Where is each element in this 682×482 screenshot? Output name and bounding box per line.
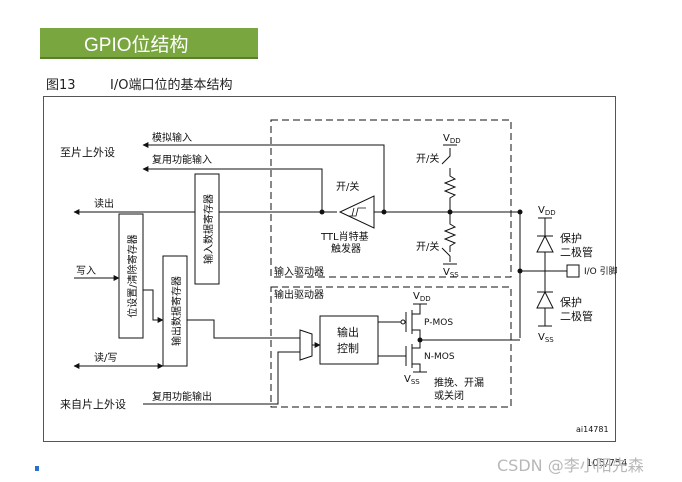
figure-caption: I/O端口位的基本结构 [110, 78, 233, 93]
figure-reference: ai14781 [576, 425, 609, 434]
junction-mos [417, 337, 423, 343]
output-mode-label2: 或关闭 [434, 389, 464, 402]
to-peripheral-label: 至片上外设 [60, 146, 115, 159]
odr-register-label: 输出数据寄存器 [170, 276, 183, 346]
ttl-label-line1: TTL肖特基 [320, 230, 369, 243]
read-write-label: 读/写 [94, 351, 117, 364]
odr-to-mux-line [187, 319, 300, 339]
protection-diode-bottom-label1: 保护 [560, 295, 582, 309]
af-output-label: 复用功能输出 [152, 390, 212, 403]
vdd-pmos: VDD [413, 291, 431, 303]
input-switch-label: 开/关 [336, 180, 359, 193]
output-control-block [319, 315, 379, 365]
junction-bus [517, 209, 523, 215]
pmos-transistor [378, 304, 421, 340]
ttl-label-line2: 触发器 [331, 242, 361, 255]
junction-analog [381, 209, 387, 215]
vss-right: VSS [538, 332, 554, 344]
vss-top: VSS [443, 267, 459, 279]
af-input-line [142, 166, 323, 212]
pull-down-switch-label: 开/关 [416, 240, 439, 253]
idr-register [194, 173, 220, 285]
vdd-right: VDD [538, 205, 556, 217]
internal-bus-line [450, 211, 521, 338]
af-output-line [143, 351, 300, 405]
bullet-marker [35, 466, 39, 471]
io-pin-label: I/O 引脚 [584, 266, 618, 277]
pull-down-resistor [441, 212, 457, 262]
analog-input-line [142, 142, 385, 212]
bsrr-register-label: 位设置/清除寄存器 [126, 234, 139, 317]
protection-diode-bottom [536, 271, 554, 326]
nmos-label: N-MOS [424, 352, 455, 362]
figure-frame [43, 96, 616, 442]
pmos-label: P-MOS [424, 318, 453, 328]
pull-up-resistor [441, 148, 457, 212]
from-peripheral-label: 来自片上外设 [60, 398, 126, 411]
io-pin [566, 264, 580, 278]
analog-input-label: 模拟输入 [152, 131, 192, 144]
read-label: 读出 [94, 197, 114, 210]
figure-number: 图13 [46, 78, 76, 93]
protection-diode-bottom-label2: 二极管 [560, 309, 593, 323]
write-label: 写入 [76, 265, 96, 277]
vss-nmos: VSS [404, 374, 420, 386]
protection-diode-top-label2: 二极管 [560, 245, 593, 259]
junction-idr [319, 209, 325, 215]
output-driver-label: 输出驱动器 [274, 288, 324, 301]
output-control-label2: 控制 [337, 341, 359, 355]
nmos-transistor [378, 340, 421, 372]
output-mode-label1: 推挽、开漏 [434, 376, 484, 389]
page-number: 105/754 [586, 458, 628, 469]
odr-register [162, 255, 188, 367]
pull-up-switch-label: 开/关 [416, 152, 439, 165]
protection-diode-top-label1: 保护 [560, 231, 582, 245]
protection-diode-top [520, 218, 554, 272]
bsrr-to-odr-line [143, 289, 164, 323]
section-title-banner: GPIO位结构 [40, 28, 258, 59]
watermark: CSDN @李小阳先森 [497, 456, 644, 475]
input-driver-box [270, 119, 512, 278]
af-input-label: 复用功能输入 [152, 153, 212, 166]
idr-register-label: 输入数据寄存器 [202, 194, 215, 264]
section-title: GPIO位结构 [84, 35, 189, 56]
vdd-top: VDD [443, 133, 461, 145]
output-mux [299, 329, 313, 361]
ttl-schmitt-trigger [338, 195, 375, 229]
input-driver-label: 输入驱动器 [274, 265, 324, 278]
output-driver-box [270, 286, 512, 408]
output-control-label1: 输出 [337, 325, 359, 339]
